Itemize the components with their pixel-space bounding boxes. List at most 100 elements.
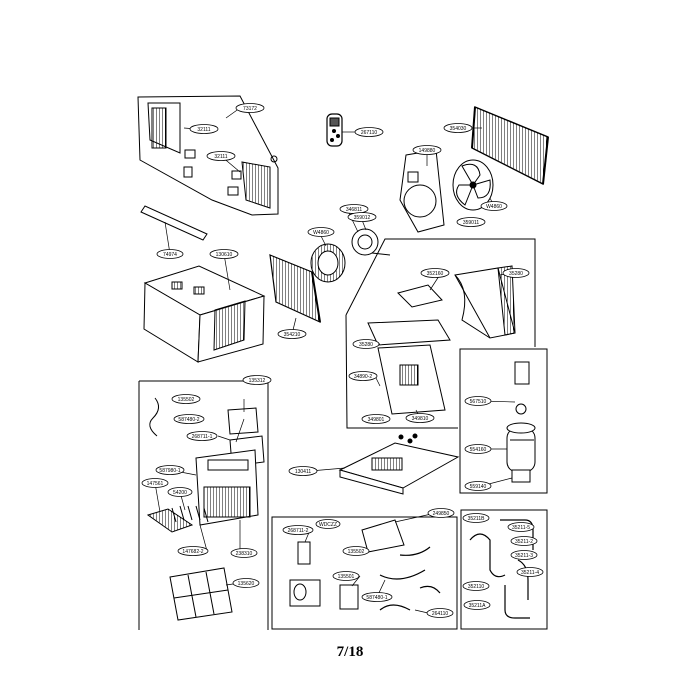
front-grille [195,449,259,526]
callout-label: 567510 [470,399,487,405]
callout-587480-1: 587480-1 [361,592,393,602]
center-assembly-box [345,238,536,429]
callout-label: 35211-5 [512,525,530,531]
callout-354210: 354210 [277,329,307,339]
callout-label: 268711-1 [192,434,213,440]
callout-label: 135501 [338,574,355,580]
side-rail [140,205,208,241]
callout-264110: 264110 [426,608,454,618]
callout-label: 35211-3 [515,553,533,559]
callout-587980-1: 587980-1 [155,465,185,475]
blower-wheel [310,243,346,283]
callout-label: 554160 [470,447,487,453]
callout-349801: 349801 [361,414,391,424]
callout-label: 135502 [348,549,365,555]
callout-135620: 135620 [232,578,260,588]
callout-359011: 359011 [456,217,486,227]
callout-label: 559140 [470,484,487,490]
louver-parts [146,505,209,533]
callout-268711-2: 268711-2 [282,525,314,535]
callout-label: 135620 [238,581,255,587]
wiring-parts-box [271,516,458,630]
callout-label: 35211B [468,516,486,522]
callout-label: 268711-2 [288,528,309,534]
callout-238310: 238310 [230,548,258,558]
callout-label: 352110 [468,584,485,590]
callout-135502-b: 135502 [342,546,370,556]
callout-label: 249850 [433,511,450,517]
callout-130411: 130411 [288,466,318,476]
condenser-fan-blade [452,159,494,211]
refrigerant-pipes [469,519,534,619]
callout-32111-a: 32111 [189,124,219,134]
callout-267110: 267110 [354,127,384,137]
callout-label: 238310 [236,551,253,557]
callout-label: 349810 [412,416,429,422]
callout-label: 147682-2 [182,549,203,555]
compressor [506,361,536,483]
callout-34890-2: 34890-2 [348,371,378,381]
callout-35280-a: 35280 [502,268,530,278]
callout-w4860-b: W4860 [307,227,335,237]
callout-35211-2: 35211-2 [510,536,538,546]
callout-label: 149880 [419,148,436,154]
condenser-coil [471,105,549,186]
callout-label: WDCZZ [319,522,337,528]
callout-268711-1: 268711-1 [186,431,218,441]
callout-32111-b: 32111 [206,151,236,161]
callout-label: 349801 [368,417,385,423]
callout-label: W4860 [486,204,502,210]
callout-label: W4860 [313,230,329,236]
callout-149880: 149880 [412,145,442,155]
callout-135312: 135312 [242,375,272,385]
callout-label: 359011 [463,220,480,226]
callout-label: 74974 [163,252,177,258]
callout-359012: 359012 [347,212,377,222]
callout-label: 35211-2 [515,539,533,545]
callout-135502-a: 135502 [171,394,201,404]
callout-147561: 147561 [141,478,169,488]
compressor-box [459,348,548,494]
callout-label: 267110 [361,130,378,136]
callout-label: 32111 [197,127,210,133]
fan-motor [351,228,391,256]
callout-354030: 354030 [443,123,473,133]
page-number: 7/18 [336,644,364,660]
callout-label: 587480-1 [366,595,387,601]
evaporator-coil [269,254,321,324]
front-grille-frame [137,95,279,216]
callout-349810: 349810 [405,413,435,423]
callout-35211a: 35211A [463,600,491,610]
callout-label: 135312 [249,378,266,384]
piping-box [460,509,548,630]
callout-label: 346811 [346,207,363,213]
callout-554160: 554160 [464,444,492,454]
callout-label: 587480-2 [178,417,199,423]
callout-35211b: 35211B [462,513,490,523]
air-filter [169,567,233,621]
callout-label: 130411 [295,469,312,475]
callout-label: 587980-1 [159,468,180,474]
callout-54200: 54200 [167,487,193,497]
callout-wdczz: WDCZZ [315,519,341,529]
callout-label: 352160 [427,271,444,277]
callout-35280-b: 35280 [352,339,380,349]
base-pan [338,442,460,495]
callout-label: 34890-2 [354,374,373,380]
callout-567510: 567510 [464,396,492,406]
screws [398,433,418,444]
partition-panel [377,344,446,415]
callout-label: 32111 [214,154,227,160]
wire-harness-1 [149,397,159,437]
callout-559140: 559140 [464,481,492,491]
fan-shroud [399,149,445,233]
callout-label: 135502 [178,397,195,403]
callout-label: 130610 [216,252,233,258]
callout-label: 54200 [173,490,187,496]
callout-label: 354210 [284,332,301,338]
capacitor [289,541,321,607]
callout-w4860-a: W4860 [480,201,508,211]
callout-label: 35211-4 [521,570,539,576]
callout-label: 359012 [354,215,371,221]
